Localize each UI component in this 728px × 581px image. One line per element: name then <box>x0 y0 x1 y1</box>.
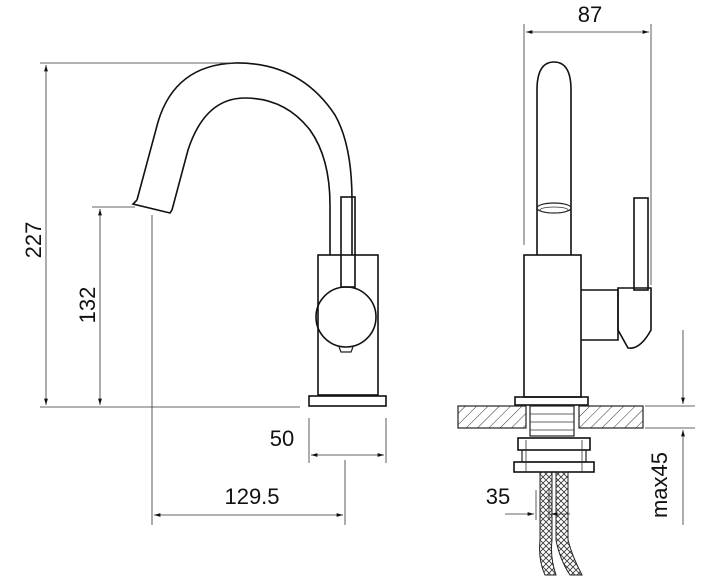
dim-spout-reach: 129.5 <box>224 484 279 509</box>
shank <box>529 405 575 437</box>
countertop-left <box>457 405 527 429</box>
side-lever-cap <box>617 287 652 349</box>
countertop-right <box>578 405 644 429</box>
base-plate <box>308 395 387 407</box>
spout-inner <box>171 97 331 255</box>
side-lever-stem <box>633 197 649 291</box>
spout-tip <box>131 199 173 214</box>
dim-base-width: 50 <box>270 426 294 451</box>
handle-knob <box>315 286 377 348</box>
side-lever-housing <box>581 289 619 341</box>
dim-overall-height: 227 <box>21 222 46 259</box>
dim-counter-thickness: max45 <box>647 452 672 518</box>
spout-outer <box>136 62 353 255</box>
knob-detail <box>338 346 354 353</box>
hose-left <box>539 471 557 576</box>
side-spout <box>536 61 572 255</box>
dim-spout-height: 132 <box>75 287 100 324</box>
side-body <box>523 254 582 398</box>
side-base-plate <box>514 396 589 406</box>
lever-stem <box>340 196 356 288</box>
front-view: 227 132 50 129.5 <box>21 62 387 525</box>
hose-right <box>555 471 583 576</box>
dim-hose-distance: 35 <box>486 484 510 509</box>
side-view: 87 35 max45 <box>457 2 695 576</box>
dim-side-width: 87 <box>578 2 602 27</box>
faucet-body <box>317 254 379 396</box>
mounting-nut <box>517 437 591 451</box>
